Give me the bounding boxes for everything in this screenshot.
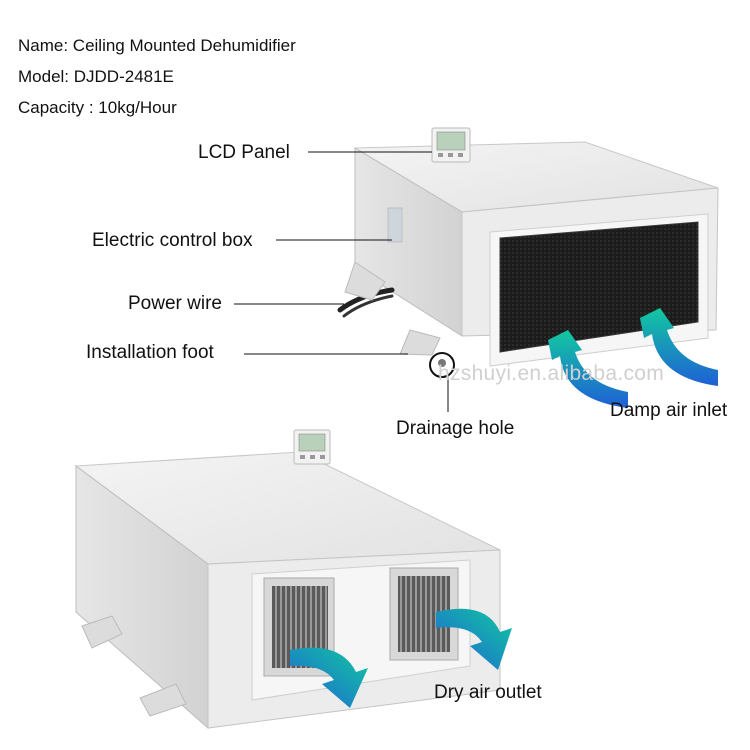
product-model: Model: DJDD-2481E xyxy=(18,67,174,86)
label-damp-air-inlet: Damp air inlet xyxy=(610,400,728,421)
label-drainage-hole: Drainage hole xyxy=(396,418,515,439)
product-capacity: Capacity : 10kg/Hour xyxy=(18,98,177,117)
label-dry-air-outlet: Dry air outlet xyxy=(434,682,542,703)
label-lcd-panel: LCD Panel xyxy=(198,142,290,163)
label-installation-foot: Installation foot xyxy=(86,342,214,363)
label-power-wire: Power wire xyxy=(128,293,222,314)
watermark: hzshuyi.en.alibaba.com xyxy=(438,362,665,385)
label-electric-control-box: Electric control box xyxy=(92,230,253,251)
dry-air-outlet-arrows xyxy=(290,608,512,708)
damp-air-inlet-arrows xyxy=(548,308,718,408)
leader-lines xyxy=(234,151,449,412)
product-name: Name: Ceiling Mounted Dehumidifier xyxy=(18,36,296,55)
